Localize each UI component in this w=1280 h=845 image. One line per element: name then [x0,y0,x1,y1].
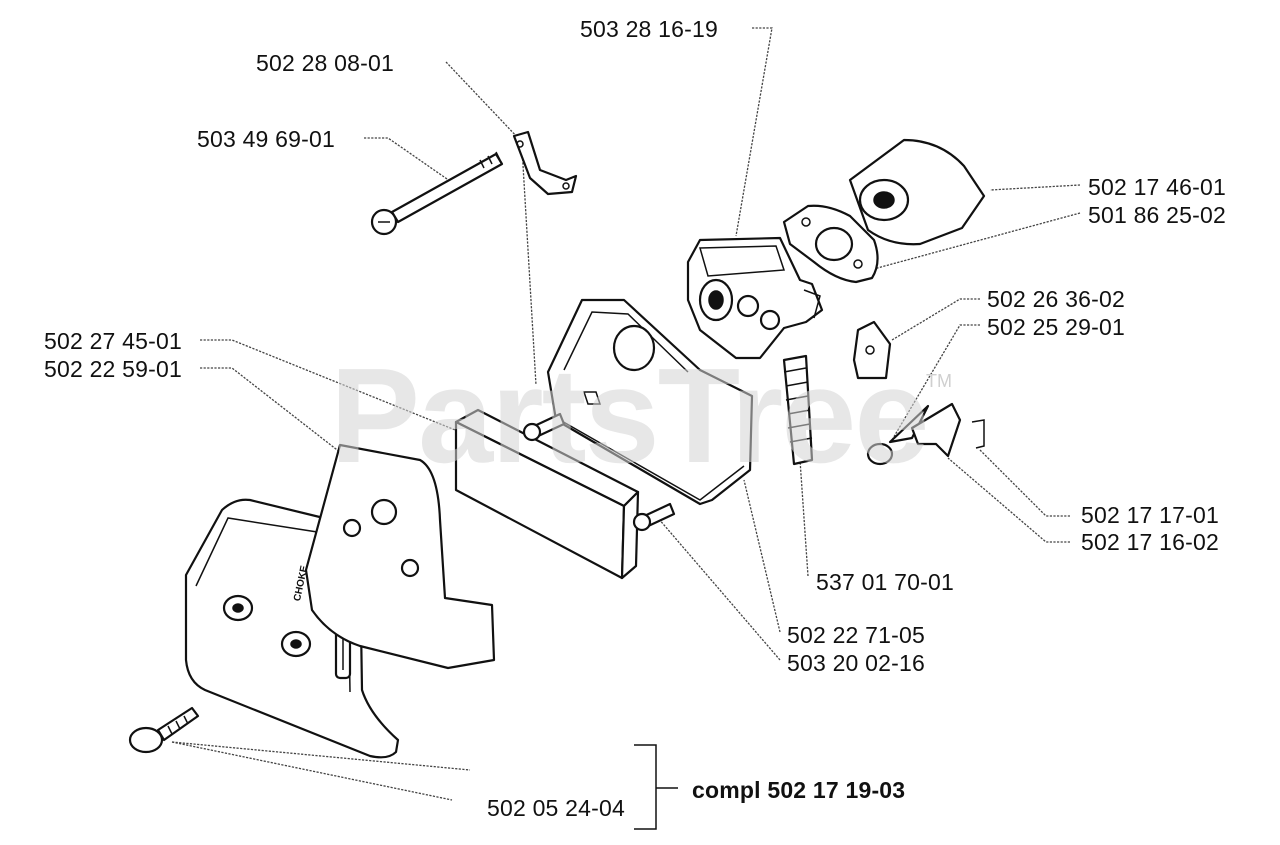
label-502-28-08-01: 502 28 08-01 [256,50,394,76]
filter-holder [304,443,496,670]
mount-screws [522,412,676,532]
intake-adapter [848,138,986,246]
label-502-17-17-01: 502 17 17-01 [1081,502,1219,528]
label-502-27-45-01: 502 27 45-01 [44,328,182,354]
label-502-05-24-04: 502 05 24-04 [487,795,625,821]
label-502-17-16-02: 502 17 16-02 [1081,529,1219,555]
label-501-86-25-02: 501 86 25-02 [1088,202,1226,228]
carb-gasket [782,204,879,284]
label-503-49-69-01: 503 49 69-01 [197,126,335,152]
foam-filter [454,408,640,580]
rubber-boot [782,354,814,466]
leader-lines [171,27,1081,801]
long-bolt [370,151,504,236]
label-502-25-29-01: 502 25 29-01 [987,314,1125,340]
label-537-01-70-01: 537 01 70-01 [816,569,954,595]
choke-bracket [512,130,578,196]
choke-lever [866,402,985,466]
cover-knob-screw [128,706,200,754]
lever-plate [852,320,892,380]
label-502-17-46-01: 502 17 46-01 [1088,174,1226,200]
carburetor [686,236,824,360]
label-502-22-71-05: 502 22 71-05 [787,622,925,648]
assembly-bracket [634,744,678,830]
label-502-22-59-01: 502 22 59-01 [44,356,182,382]
assembly-label: compl 502 17 19-03 [692,777,906,803]
trademark-mark: TM [926,371,952,391]
label-503-20-02-16: 503 20 02-16 [787,650,925,676]
intake-frame [546,298,754,506]
label-502-26-36-02: 502 26 36-02 [987,286,1125,312]
watermark: PartsTree [330,340,929,491]
label-503-28-16-19: 503 28 16-19 [580,16,718,42]
